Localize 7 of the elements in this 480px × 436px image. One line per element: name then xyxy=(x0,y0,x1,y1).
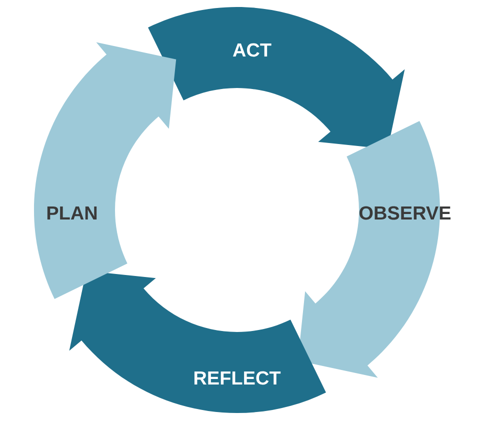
stage-label: PLAN xyxy=(47,206,97,220)
curved-arrow xyxy=(69,270,326,413)
stage-label: REFLECT xyxy=(194,371,281,385)
curved-arrow xyxy=(148,7,405,150)
curved-arrow xyxy=(298,121,440,378)
curved-arrow xyxy=(34,42,176,299)
stage-label: ACT xyxy=(232,43,272,57)
